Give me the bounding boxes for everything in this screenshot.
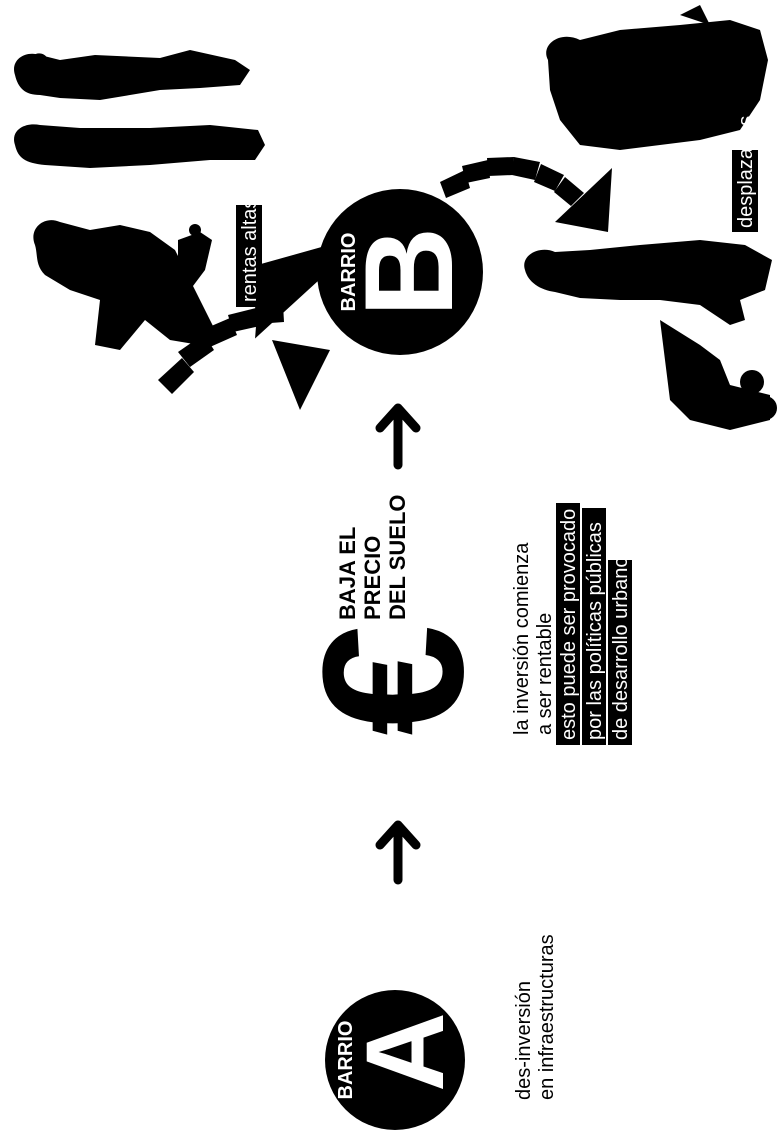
price-drop-line-1: BAJA EL (335, 527, 360, 620)
barrio-b-letter: B (340, 227, 479, 317)
curved-arrow-icon (158, 241, 341, 410)
disinvestment-line-1: des-inversión (513, 981, 535, 1100)
barrio-b-circle (317, 189, 483, 355)
investment-note: la inversión comienza a ser rentable est… (511, 503, 632, 745)
investment-highlight-2: por las políticas públicas (584, 522, 606, 740)
displaced-label-text: desplazados (735, 116, 757, 228)
euro-symbol: € (282, 624, 505, 735)
rich-label-text: rentas altas (239, 199, 261, 302)
barrio-b-badge: B BARRIO (317, 189, 483, 355)
arrow-up-icon (375, 403, 421, 470)
disinvestment-note: des-inversión en infraestructuras (513, 934, 558, 1100)
investment-highlight-1: esto puede ser provocado (558, 509, 580, 740)
curved-arrow-icon (440, 157, 612, 232)
rich-label: rentas altas (236, 199, 262, 307)
highlight-bar-2 (582, 508, 606, 745)
displaced-label-bg (732, 150, 758, 232)
price-drop-label: BAJA EL PRECIO DEL SUELO (335, 494, 410, 620)
barrio-b-word: BARRIO (338, 233, 360, 312)
barrio-a-word: BARRIO (335, 1021, 357, 1100)
investment-line-2: a ser rentable (534, 613, 556, 735)
disinvestment-line-2: en infraestructuras (536, 934, 558, 1100)
investment-highlight-3: de desarrollo urbano (610, 557, 632, 740)
price-drop-line-3: DEL SUELO (385, 494, 410, 620)
people-silhouette-icon (524, 5, 777, 430)
price-drop-line-2: PRECIO (360, 536, 385, 620)
rich-label-bg (236, 205, 262, 307)
highlight-bar-1 (556, 503, 580, 745)
barrio-a-badge: A BARRIO (325, 990, 467, 1130)
arrow-up-icon (375, 820, 421, 885)
displaced-label: desplazados (732, 116, 758, 232)
barrio-a-circle (325, 990, 465, 1130)
highlight-bar-3 (608, 560, 632, 745)
euro-icon: € (282, 624, 505, 735)
barrio-a-letter: A (344, 1012, 467, 1091)
people-silhouette-icon (14, 50, 265, 350)
investment-line-1: la inversión comienza (511, 542, 533, 735)
